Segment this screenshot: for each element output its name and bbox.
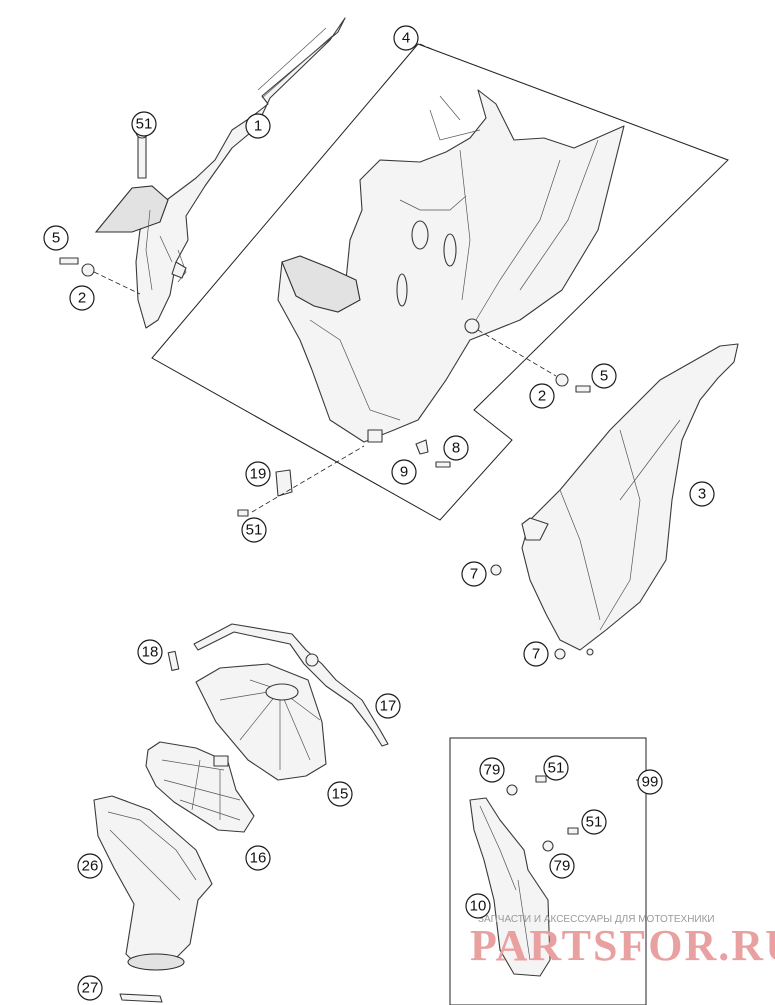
callout: 51 xyxy=(241,517,267,543)
callout-circle xyxy=(241,517,267,543)
callout-circle xyxy=(689,481,715,507)
part-17-bracket xyxy=(193,623,389,747)
callout-number: 19 xyxy=(250,466,267,483)
callout-number: 2 xyxy=(78,290,86,307)
callout-number: 3 xyxy=(698,486,706,503)
callout-number: 17 xyxy=(380,698,397,715)
part-15-air-filter xyxy=(195,663,327,781)
callout-number: 7 xyxy=(532,646,540,663)
callout-number: 10 xyxy=(470,898,487,915)
callout: 7 xyxy=(523,641,549,667)
callout: 51 xyxy=(543,755,569,781)
watermark: ЗАПЧАСТИ И АКСЕССУАРЫ ДЛЯ МОТОТЕХНИКИ PA… xyxy=(470,914,775,970)
callout-number: 9 xyxy=(400,464,408,481)
callout-number: 51 xyxy=(548,760,565,777)
callout: 4 xyxy=(393,25,419,51)
watermark-logo: PARTSFOR.RU xyxy=(470,921,775,970)
callout-number: 51 xyxy=(246,522,263,539)
callout: 26 xyxy=(77,853,103,879)
callout: 27 xyxy=(77,975,103,1001)
callout: 9 xyxy=(391,459,417,485)
callout-circle xyxy=(327,781,353,807)
part-4-airbox xyxy=(277,89,625,443)
callout: 51 xyxy=(131,111,157,137)
callout-circle xyxy=(581,809,607,835)
callout-number: 26 xyxy=(82,858,99,875)
part-18-pin xyxy=(167,650,180,671)
callout-circle xyxy=(245,113,271,139)
callout-number: 16 xyxy=(250,850,267,867)
part-1-fasteners xyxy=(59,257,141,295)
callout: 17 xyxy=(375,693,401,719)
part-27-clamp xyxy=(119,993,163,1003)
callout: 16 xyxy=(245,845,271,871)
callout: 99 xyxy=(637,769,663,795)
callout-number: 99 xyxy=(642,774,659,791)
callout-circle xyxy=(77,853,103,879)
callout: 7 xyxy=(461,561,487,587)
callout-circle xyxy=(637,769,663,795)
callout-circle xyxy=(43,225,69,251)
callout-circle xyxy=(245,845,271,871)
callout: 2 xyxy=(529,383,555,409)
callout-number: 8 xyxy=(452,440,460,457)
callout-circle xyxy=(461,561,487,587)
callout-number: 2 xyxy=(538,388,546,405)
callout-circle xyxy=(77,975,103,1001)
callout: 8 xyxy=(443,435,469,461)
callout-number: 4 xyxy=(402,30,410,47)
part-3-side-cover xyxy=(490,343,739,660)
callout: 10 xyxy=(465,893,491,919)
callout-circle xyxy=(543,755,569,781)
callout-number: 51 xyxy=(136,116,153,133)
callout: 79 xyxy=(479,757,505,783)
callout-number: 5 xyxy=(52,230,60,247)
part-4-fasteners xyxy=(237,329,591,517)
callout-number: 1 xyxy=(254,118,262,135)
callout-circle xyxy=(137,639,163,665)
callout-number: 79 xyxy=(554,858,571,875)
callout: 1 xyxy=(245,113,271,139)
callout-circle xyxy=(375,693,401,719)
callout-circle xyxy=(549,853,575,879)
part-4-airbox-frame xyxy=(151,43,729,521)
callout-number: 51 xyxy=(586,814,603,831)
callout-number: 27 xyxy=(82,980,99,997)
callout-circle xyxy=(391,459,417,485)
callout-circle xyxy=(393,25,419,51)
callout: 51 xyxy=(581,809,607,835)
callout: 5 xyxy=(591,363,617,389)
callout-number: 15 xyxy=(332,786,349,803)
callout-circle xyxy=(479,757,505,783)
watermark-tagline: ЗАПЧАСТИ И АКСЕССУАРЫ ДЛЯ МОТОТЕХНИКИ xyxy=(478,914,715,925)
callout-circle xyxy=(591,363,617,389)
callout: 79 xyxy=(549,853,575,879)
callout-number: 79 xyxy=(484,762,501,779)
callout: 3 xyxy=(689,481,715,507)
callout: 18 xyxy=(137,639,163,665)
callout-circle xyxy=(131,111,157,137)
callout: 15 xyxy=(327,781,353,807)
callout-circle xyxy=(529,383,555,409)
callout-number: 18 xyxy=(142,644,159,661)
callout-circle xyxy=(443,435,469,461)
callout: 2 xyxy=(69,285,95,311)
part-16-filter-cage xyxy=(145,741,255,833)
callout-circle xyxy=(69,285,95,311)
callout-circle xyxy=(523,641,549,667)
part-26-intake-boot xyxy=(93,795,213,971)
part-10-flap xyxy=(469,775,579,977)
callout-number: 5 xyxy=(600,368,608,385)
callout-circle xyxy=(245,461,271,487)
callout: 5 xyxy=(43,225,69,251)
callout-circle xyxy=(465,893,491,919)
callout-number: 7 xyxy=(470,566,478,583)
callout: 19 xyxy=(245,461,271,487)
